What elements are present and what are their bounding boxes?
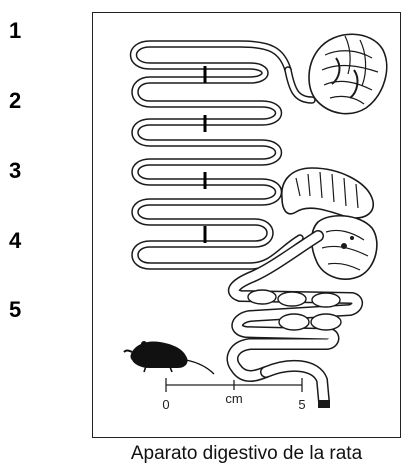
scale-end-label: 5 bbox=[298, 397, 305, 412]
diagram-caption: Aparato digestivo de la rata bbox=[92, 443, 401, 465]
scale-unit-label: cm bbox=[225, 391, 242, 406]
small-intestine bbox=[134, 44, 301, 266]
caecum-icon bbox=[282, 168, 377, 279]
scale-start-label: 0 bbox=[162, 397, 169, 412]
stomach-icon bbox=[309, 34, 387, 113]
scale-bar bbox=[166, 378, 302, 392]
rat-icon bbox=[124, 341, 214, 374]
